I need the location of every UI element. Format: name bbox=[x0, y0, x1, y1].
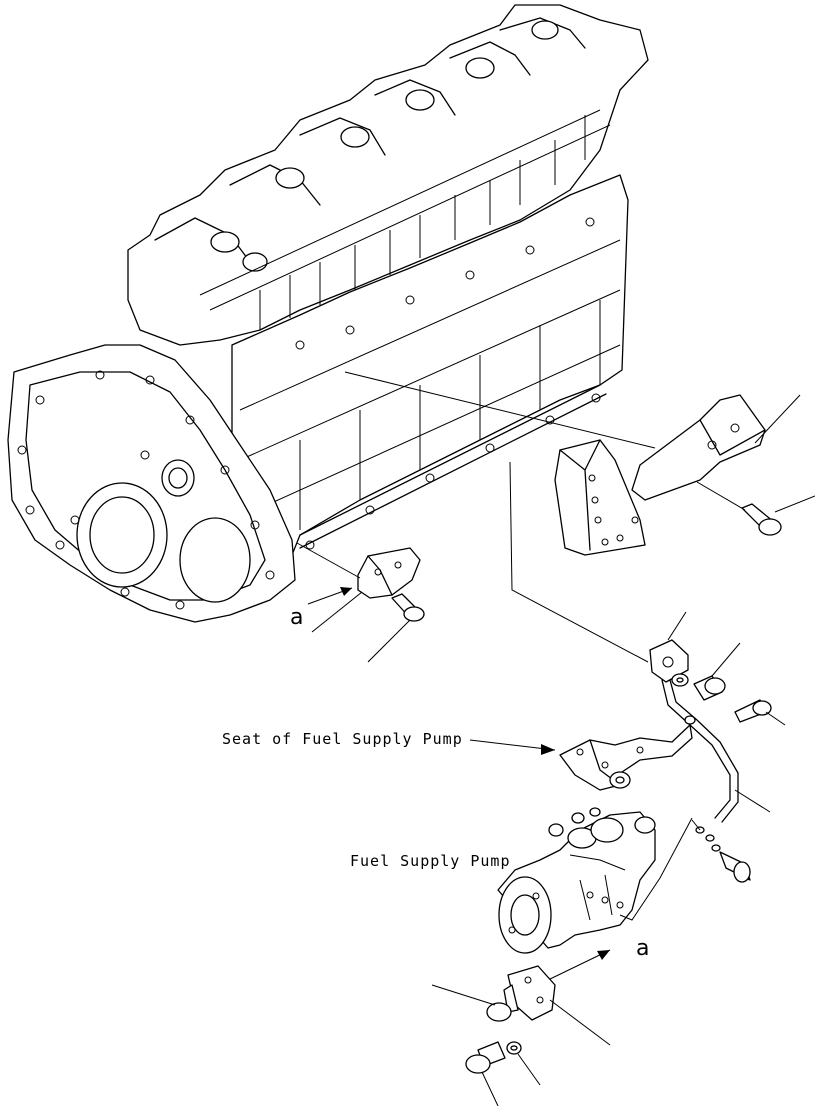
label-fuel-supply-pump: Fuel Supply Pump bbox=[350, 852, 511, 870]
rear-bracket-arm bbox=[631, 394, 766, 501]
lower-pump-bracket bbox=[507, 965, 556, 1021]
lower-bolt-2 bbox=[465, 1041, 506, 1074]
clamp-plate bbox=[649, 639, 689, 683]
fuel-tube bbox=[661, 679, 739, 823]
tube-joint bbox=[695, 826, 751, 883]
bolt-lower bbox=[734, 699, 772, 723]
pump-seat-nut bbox=[609, 771, 631, 789]
bolt-upper bbox=[693, 675, 726, 701]
bracket-bolt bbox=[391, 593, 425, 622]
front-bracket bbox=[357, 547, 421, 599]
pump-flange bbox=[498, 876, 552, 954]
engine-block bbox=[7, 4, 649, 623]
crank-bore bbox=[76, 482, 168, 588]
lower-washer bbox=[506, 1041, 522, 1055]
washer bbox=[671, 673, 689, 687]
lower-bracket-bolt bbox=[486, 984, 519, 1022]
rear-bracket-bolt bbox=[741, 503, 782, 536]
view-a-label-left: a bbox=[290, 605, 303, 630]
fuel-supply-pump bbox=[497, 807, 656, 954]
rear-bracket-plate bbox=[554, 439, 646, 556]
view-a-label-right: a bbox=[636, 936, 649, 961]
label-seat-of-fuel-supply-pump: Seat of Fuel Supply Pump bbox=[222, 730, 463, 748]
